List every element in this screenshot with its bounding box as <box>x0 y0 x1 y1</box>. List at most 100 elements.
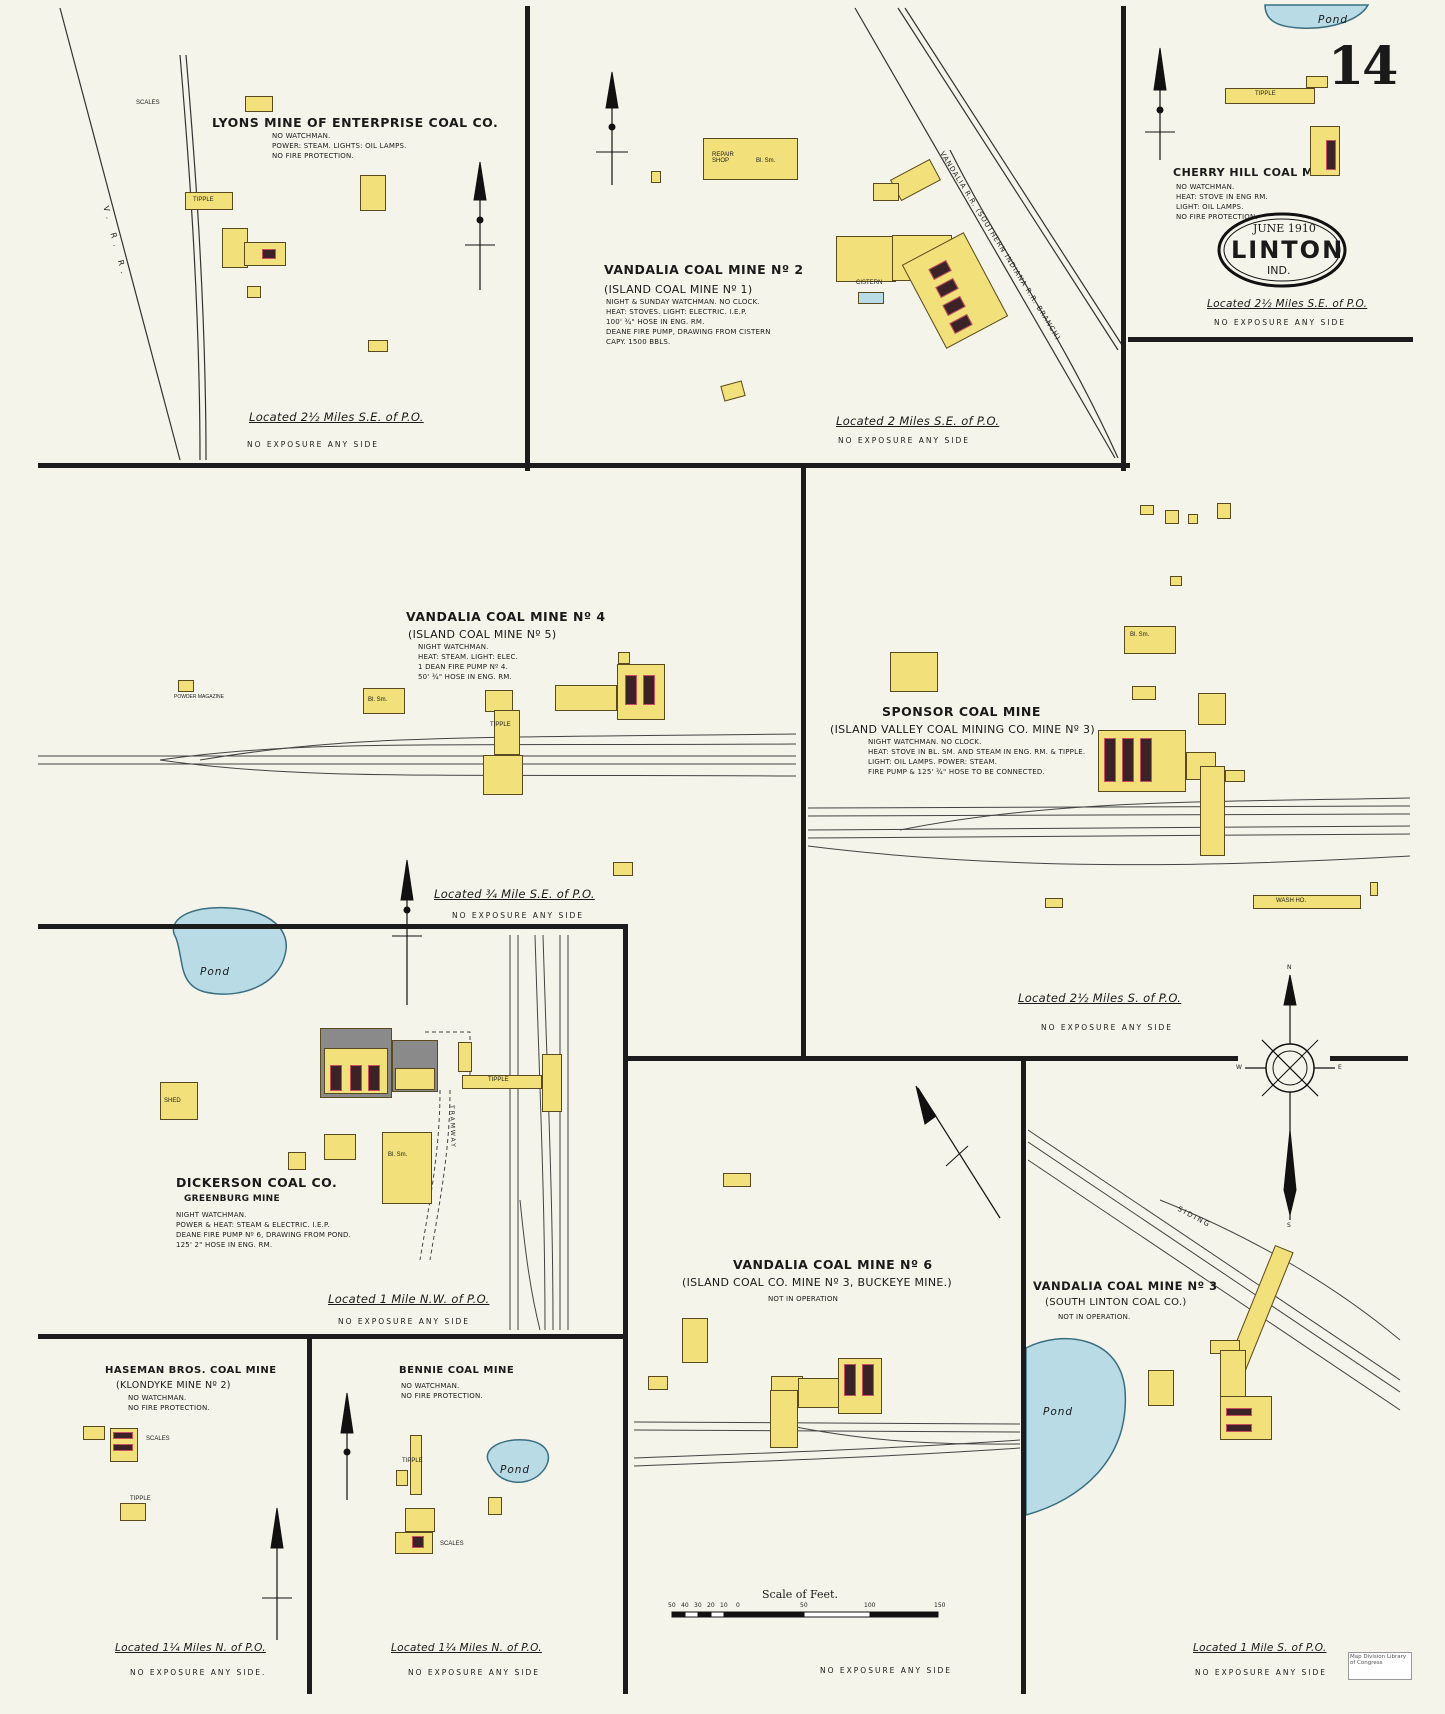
mine-title-vandalia4: VANDALIA COAL MINE Nº 4 <box>406 609 606 624</box>
mine-exposure-dickerson: NO EXPOSURE ANY SIDE <box>338 1317 470 1326</box>
v2-blsm-label: Bl. Sm. <box>756 158 776 164</box>
mine-subtitle-sponsor: (ISLAND VALLEY COAL MINING CO. MINE Nº 3… <box>830 723 1095 736</box>
v4-tipple-label: TIPPLE <box>490 722 511 728</box>
v2-cistern-label: CISTERN <box>856 280 883 286</box>
mine-exposure-vandalia3: NO EXPOSURE ANY SIDE <box>1195 1668 1327 1677</box>
v6-boiler-1 <box>844 1364 856 1396</box>
compass-s: S <box>1287 1222 1291 1229</box>
rr-lyons-1 <box>59 7 181 461</box>
lyons-scales-label: SCALES <box>136 100 160 106</box>
rule-h-low <box>38 1334 628 1339</box>
scale-tick-20: 20 <box>707 1602 715 1609</box>
mine-exposure-sponsor: NO EXPOSURE ANY SIDE <box>1041 1023 1173 1032</box>
v4-hoist <box>555 685 617 711</box>
lyons-boiler <box>262 249 276 259</box>
mine-exposure-vandalia2: NO EXPOSURE ANY SIDE <box>838 436 970 445</box>
mine-exposure-bennie: NO EXPOSURE ANY SIDE <box>408 1668 540 1677</box>
bn-boiler <box>412 1536 424 1548</box>
v4-tipple <box>494 710 520 755</box>
rule-v-4 <box>623 924 628 1694</box>
city-badge-oval <box>1217 212 1347 288</box>
north-arrow-vandalia2 <box>596 71 628 185</box>
v3-boiler-2 <box>1226 1424 1252 1432</box>
hb-tipple-label: TIPPLE <box>130 1496 151 1502</box>
north-arrow-haseman <box>262 1507 292 1640</box>
pond-dickerson <box>172 906 287 995</box>
scale-tick-50l: 50 <box>668 1602 676 1609</box>
pond-label-dickerson: Pond <box>200 966 231 978</box>
mine-title-lyons: LYONS MINE OF ENTERPRISE COAL CO. <box>212 115 499 130</box>
scale-tick-30: 30 <box>694 1602 702 1609</box>
mine-notes-vandalia4: NIGHT WATCHMAN. HEAT: STEAM. LIGHT: ELEC… <box>418 643 519 681</box>
mine-location-cherry: Located 2½ Miles S.E. of P.O. <box>1207 298 1368 310</box>
cherry-fan-ho <box>1306 76 1328 88</box>
pond-bennie <box>486 1439 550 1483</box>
compass-e: E <box>1338 1064 1342 1071</box>
sp-boiler-3 <box>1140 738 1152 782</box>
sp-boiler-1 <box>1104 738 1116 782</box>
cherry-tipple <box>1225 88 1315 104</box>
compass-rose <box>1245 974 1335 1220</box>
v3-boilers <box>1220 1396 1272 1440</box>
pond-label-vandalia3: Pond <box>1043 1406 1074 1418</box>
hb-fan <box>83 1426 105 1440</box>
lyons-bldg-b <box>360 175 386 211</box>
v3-bldg-a <box>1148 1370 1174 1406</box>
sp-small <box>1132 686 1156 700</box>
mine-notes-dickerson: NIGHT WATCHMAN. POWER & HEAT: STEAM & EL… <box>176 1211 352 1249</box>
sheet-city: LINTON <box>1231 236 1345 264</box>
mine-notes-vandalia3: NOT IN OPERATION. <box>1058 1313 1131 1321</box>
rule-h-mid <box>38 924 628 929</box>
lyons-shed-2 <box>368 340 388 352</box>
rule-h-top <box>38 463 1130 468</box>
sp-tipple <box>1200 766 1225 856</box>
mine-exposure-vandalia4: NO EXPOSURE ANY SIDE <box>452 911 584 920</box>
mine-location-vandalia2: Located 2 Miles S.E. of P.O. <box>836 414 1000 428</box>
dk-engine-room <box>395 1068 435 1090</box>
rule-v-6 <box>307 1337 312 1694</box>
page-number: 14 <box>1328 36 1398 97</box>
scale-tick-150: 150 <box>934 1602 946 1609</box>
mine-title-vandalia6: VANDALIA COAL MINE Nº 6 <box>733 1257 933 1272</box>
rule-h-right-2 <box>1330 1056 1408 1061</box>
mine-subtitle-dickerson: GREENBURG MINE <box>184 1194 280 1204</box>
v4-fan <box>485 690 513 712</box>
v6-tipple <box>770 1390 798 1448</box>
mine-title-dickerson: DICKERSON COAL CO. <box>176 1175 338 1190</box>
bn-scales-label: SCALES <box>440 1541 464 1547</box>
mine-title-vandalia2: VANDALIA COAL MINE Nº 2 <box>604 262 804 277</box>
scale-bar <box>671 1611 939 1618</box>
mine-subtitle-vandalia6: (ISLAND COAL CO. MINE Nº 3, BUCKEYE MINE… <box>682 1276 953 1289</box>
bn-tipple <box>410 1435 422 1495</box>
mine-location-vandalia4: Located ¾ Mile S.E. of P.O. <box>434 887 595 901</box>
library-stamp: Map Division Library of Congress <box>1348 1652 1412 1680</box>
v2-cistern <box>858 292 884 304</box>
scale-tick-0: 0 <box>736 1602 740 1609</box>
mine-title-sponsor: SPONSOR COAL MINE <box>882 704 1041 719</box>
tramway-label: TRAMWAY <box>448 1105 457 1149</box>
mine-subtitle-vandalia2: (ISLAND COAL MINE Nº 1) <box>604 283 753 296</box>
scale-title: Scale of Feet. <box>762 1588 838 1601</box>
compass-n: N <box>1287 964 1292 971</box>
mine-title-vandalia3: VANDALIA COAL MINE Nº 3 <box>1033 1279 1218 1293</box>
v6-boiler-2 <box>862 1364 874 1396</box>
rule-v-5 <box>1021 1058 1026 1694</box>
mine-notes-lyons: NO WATCHMAN. POWER: STEAM. LIGHTS: OIL L… <box>272 132 407 160</box>
rule-v-1 <box>525 6 530 471</box>
bn-wash-ho <box>488 1497 502 1515</box>
scale-tick-100: 100 <box>864 1602 876 1609</box>
dk-bl-sm <box>382 1132 432 1204</box>
dk-blsm-label: Bl. Sm. <box>388 1152 408 1158</box>
cherry-tipple-label: TIPPLE <box>1255 91 1276 97</box>
rr-lyons-2 <box>179 54 201 461</box>
rule-v-3 <box>801 466 806 1061</box>
pond-label-bennie: Pond <box>500 1464 531 1476</box>
lyons-tipple <box>185 192 233 210</box>
mine-title-bennie: BENNIE COAL MINE <box>399 1365 515 1376</box>
mine-subtitle-vandalia4: (ISLAND COAL MINE Nº 5) <box>408 628 557 641</box>
mine-location-vandalia3: Located 1 Mile S. of P.O. <box>1193 1642 1327 1654</box>
dk-shed-label: SHED <box>164 1098 181 1104</box>
dk-fan <box>458 1042 472 1072</box>
north-arrow-lyons <box>465 161 495 290</box>
